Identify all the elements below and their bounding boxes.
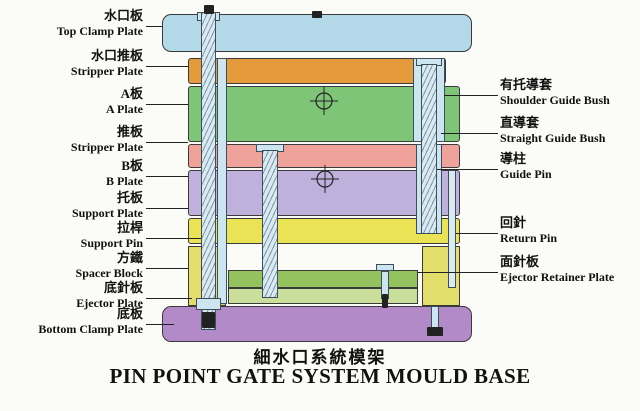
support-pin-bolt-shape <box>202 312 215 328</box>
leader-line <box>146 176 188 177</box>
center-guide-pin-shape <box>262 150 278 298</box>
support-pin-cap-shape <box>204 5 214 14</box>
bottom-bolt-shaft-shape <box>431 306 439 328</box>
label-zh: 底針板 <box>103 280 143 295</box>
label-en: Bottom Clamp Plate <box>38 322 143 336</box>
leader-line <box>146 268 188 269</box>
leader-line <box>146 298 192 299</box>
label-stripper-plate-top: 水口推板 Stripper Plate <box>6 48 143 78</box>
label-support-pin: 拉桿 Support Pin <box>6 220 143 250</box>
ejector-plate-shape <box>228 288 418 304</box>
crosshair-icon <box>311 165 339 193</box>
label-ejector-plate: 底針板 Ejector Plate <box>6 280 143 310</box>
label-en: Support Pin <box>80 236 143 250</box>
label-bottom-clamp-plate: 底板 Bottom Clamp Plate <box>6 306 143 336</box>
b-plate-shape <box>188 170 460 216</box>
leader-line <box>418 272 498 273</box>
leader-line <box>441 133 498 134</box>
label-guide-pin: 導柱 Guide Pin <box>500 151 638 181</box>
label-en: Return Pin <box>500 231 557 245</box>
leader-line <box>146 66 188 67</box>
label-zh: 推板 <box>116 124 143 139</box>
label-top-clamp-plate: 水口板 Top Clamp Plate <box>6 8 143 38</box>
label-zh: 直導套 <box>500 115 540 130</box>
label-zh: 拉桿 <box>116 220 143 235</box>
label-zh: 方鐵 <box>116 250 143 265</box>
leader-line <box>146 104 188 105</box>
diagram-title-english: PIN POINT GATE SYSTEM MOULD BASE <box>109 364 531 388</box>
crosshair-icon <box>310 87 338 115</box>
leader-line <box>146 324 174 325</box>
label-en: Stripper Plate <box>70 140 143 154</box>
support-pin-nut-shape <box>196 298 221 310</box>
label-straight-guide-bush: 直導套 Straight Guide Bush <box>500 115 638 145</box>
puller-bolt-shape <box>217 58 227 304</box>
leader-line <box>146 208 188 209</box>
label-stripper-plate-mid: 推板 Stripper Plate <box>6 124 143 154</box>
label-a-plate: A板 A Plate <box>6 86 143 116</box>
label-en: Guide Pin <box>500 167 552 181</box>
leader-line <box>146 26 162 27</box>
label-en: Stripper Plate <box>70 64 143 78</box>
label-en: Top Clamp Plate <box>56 24 143 38</box>
top-screw-shape <box>312 11 322 18</box>
label-en: Ejector Retainer Plate <box>500 270 615 284</box>
label-zh: 水口板 <box>103 8 143 23</box>
leader-line <box>444 95 498 96</box>
label-zh: 有托導套 <box>500 77 553 92</box>
guide-pin-shape <box>421 64 437 234</box>
label-en: Spacer Block <box>75 266 143 280</box>
label-shoulder-guide-bush: 有托導套 Shoulder Guide Bush <box>500 77 638 107</box>
label-zh: 托板 <box>116 190 143 205</box>
support-plate-shape <box>188 218 460 244</box>
label-b-plate: B板 B Plate <box>6 158 143 188</box>
label-en: Ejector Plate <box>76 296 143 310</box>
label-zh: 底板 <box>116 306 143 321</box>
label-spacer-block: 方鐵 Spacer Block <box>6 250 143 280</box>
label-zh: 面針板 <box>500 254 540 269</box>
label-en: Support Plate <box>71 206 143 220</box>
ejector-retainer-plate-shape <box>228 270 418 288</box>
support-pin-shape <box>201 12 216 330</box>
label-zh: A板 <box>120 86 143 101</box>
return-pin-shape <box>448 170 456 288</box>
label-zh: B板 <box>121 158 143 173</box>
leader-line <box>146 238 201 239</box>
label-support-plate: 托板 Support Plate <box>6 190 143 220</box>
label-en: A Plate <box>106 102 143 116</box>
label-zh: 水口推板 <box>90 48 143 63</box>
stripper-plate-top-shape <box>188 58 446 84</box>
ejector-bolt-head-shape <box>376 264 394 271</box>
label-return-pin: 回針 Return Pin <box>500 215 638 245</box>
leader-line <box>437 169 498 170</box>
label-en: Straight Guide Bush <box>500 131 606 145</box>
label-en: B Plate <box>106 174 143 188</box>
label-ejector-retainer-plate: 面針板 Ejector Retainer Plate <box>500 254 638 284</box>
ejector-bolt-tip-shape <box>382 294 388 308</box>
bottom-bolt-head-shape <box>427 327 443 336</box>
diagram-title-chinese: 細水口系統模架 <box>253 348 387 367</box>
label-zh: 回針 <box>500 215 527 230</box>
label-en: Shoulder Guide Bush <box>500 93 610 107</box>
stripper-plate-mid-shape <box>188 144 460 168</box>
leader-line <box>146 142 188 143</box>
label-zh: 導柱 <box>500 151 527 166</box>
leader-line <box>456 233 498 234</box>
